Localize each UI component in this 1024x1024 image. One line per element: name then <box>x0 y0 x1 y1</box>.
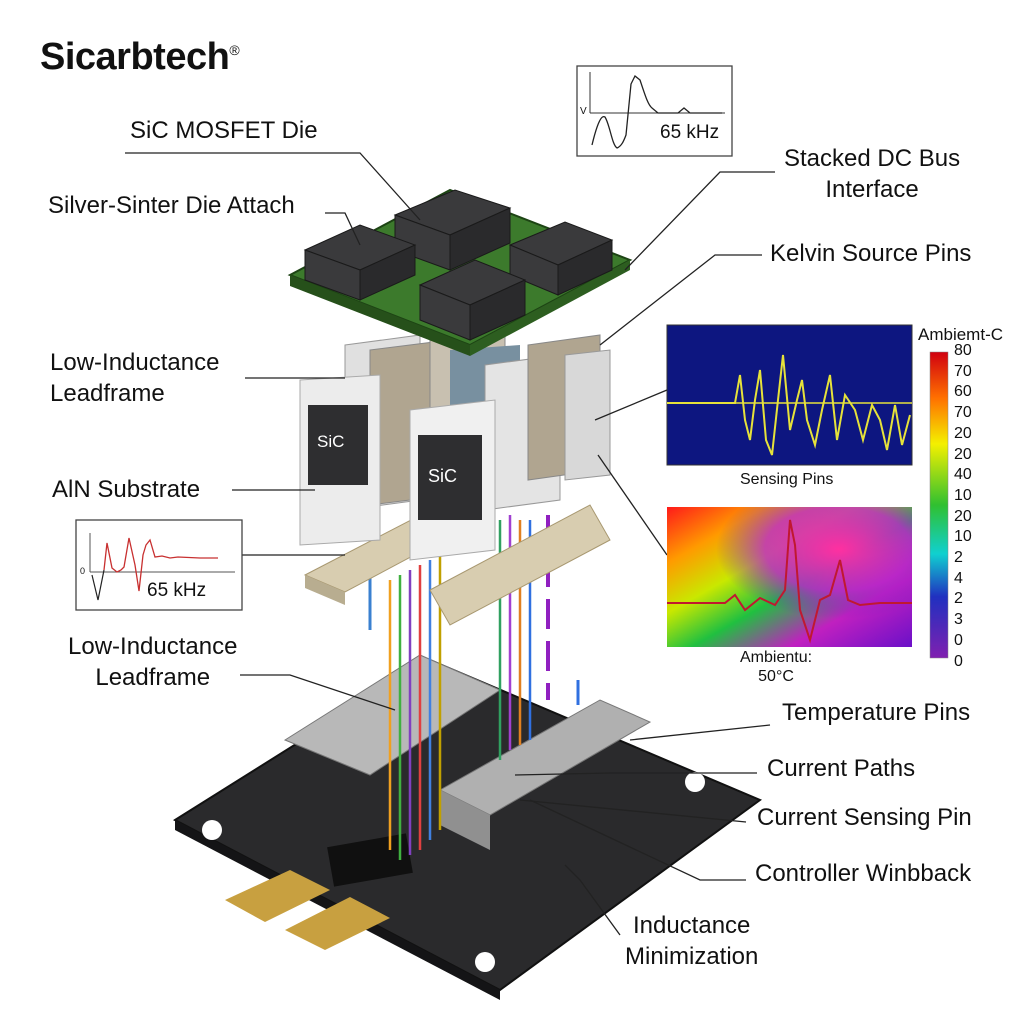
label-line: Ambientu: <box>740 649 813 666</box>
colorbar-tick: 3 <box>954 611 963 629</box>
label-silver-sinter: Silver-Sinter Die Attach <box>48 192 295 219</box>
temperature-colorbar <box>929 351 949 659</box>
top-waveform-freq: 65 kHz <box>660 122 720 143</box>
colorbar-tick: 70 <box>954 362 972 380</box>
colorbar-tick: 20 <box>954 445 972 463</box>
colorbar-tick: 80 <box>954 342 972 359</box>
left-waveform-inset <box>75 519 243 611</box>
top-waveform-inset <box>576 65 733 157</box>
die-label-2: SiC <box>428 466 458 486</box>
colorbar-tick: 40 <box>954 466 972 484</box>
label-line: Low-Inductance <box>50 349 220 376</box>
colorbar-tick: 60 <box>954 383 972 401</box>
colorbar-tick: 20 <box>954 424 972 442</box>
brand-name: Sicarbtech <box>40 36 230 78</box>
colorbar-tick: 10 <box>954 528 972 546</box>
label-line: Inductance <box>632 912 751 939</box>
label-current-paths: Current Paths <box>767 755 916 782</box>
label-temperature-pins: Temperature Pins <box>782 699 971 726</box>
left-waveform-freq: 65 kHz <box>147 580 207 601</box>
label-line: Low-Inductance <box>68 633 238 660</box>
label-current-sensing-pin: Current Sensing Pin <box>757 804 972 831</box>
brand-logo: Sicarbtech® <box>40 36 240 79</box>
top-pcb <box>287 188 633 356</box>
colorbar-tick: 2 <box>954 590 963 608</box>
label-ambient: Ambientu: 50°C <box>740 648 812 686</box>
label-controller-winbback: Controller Winbback <box>755 860 972 887</box>
top-waveform-yaxis: V <box>580 106 587 117</box>
thermal-heatmap-panel <box>667 507 912 647</box>
die-label-1: SiC <box>317 432 345 451</box>
brand-mark: ® <box>229 42 240 58</box>
left-waveform-zero: 0 <box>80 566 86 576</box>
label-sic-mosfet-die: SiC MOSFET Die <box>130 117 318 144</box>
label-line: Stacked DC Bus <box>784 145 961 172</box>
sic-mosfet-dies <box>303 189 614 341</box>
colorbar-tick: 10 <box>954 486 972 504</box>
sensing-scope-panel <box>666 324 913 466</box>
label-line: Leadframe <box>95 664 211 691</box>
label-kelvin-source-pins: Kelvin Source Pins <box>770 240 972 267</box>
leadframe-stack <box>299 329 611 561</box>
label-line: Interface <box>825 176 919 203</box>
colorbar-tick: 2 <box>954 549 963 566</box>
label-line: Leadframe <box>50 380 165 407</box>
colorbar-tick: 0 <box>954 631 963 649</box>
label-line: Minimization <box>625 943 759 970</box>
colorbar-tick: 0 <box>954 652 963 670</box>
leader-lines <box>125 152 775 936</box>
label-aln-substrate: AlN Substrate <box>52 476 201 503</box>
main-pcb <box>172 654 763 1000</box>
colorbar-title: Ambiemt-C <box>918 325 1004 344</box>
colorbar-tick: 4 <box>954 569 963 587</box>
label-sensing-pins: Sensing Pins <box>740 471 834 488</box>
colorbar-tick: 70 <box>954 404 972 422</box>
colorbar-tick: 20 <box>954 507 972 525</box>
label-line: 50°C <box>758 668 794 685</box>
